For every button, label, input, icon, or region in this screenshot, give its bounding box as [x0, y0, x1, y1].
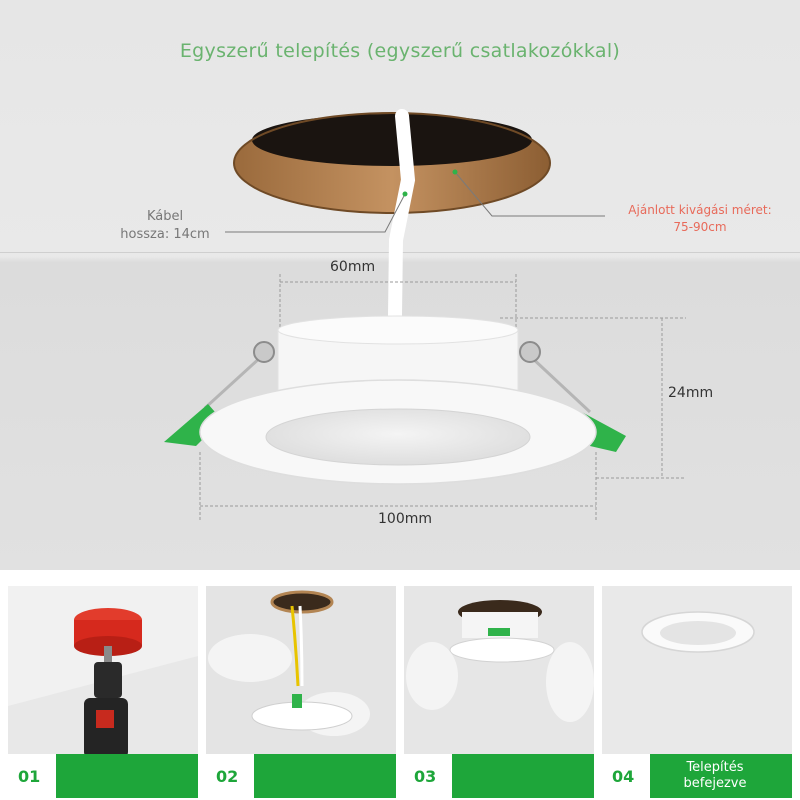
- ceiling-hole: [233, 112, 551, 214]
- cable-length-line2: hossza: 14cm: [120, 227, 210, 242]
- left-spring-clip: [164, 341, 275, 446]
- cutout-size-line2: 75-90cm: [673, 220, 727, 234]
- downlight-body: [199, 315, 597, 485]
- cable: [388, 109, 416, 322]
- downlight-illustration: [164, 109, 686, 520]
- cutout-size-label: Ajánlott kivágási méret: 75-90cm: [605, 202, 795, 236]
- product-hero: Egyszerű telepítés (egyszerű csatlakozók…: [0, 0, 800, 570]
- step-4-number-tab: [602, 754, 650, 798]
- step-3-card: 03: [404, 586, 594, 798]
- cable-length-label: Kábel hossza: 14cm: [100, 208, 230, 244]
- cable-marker: [402, 191, 408, 197]
- step-1-number-tab: [8, 754, 56, 798]
- step-3-number: 03: [414, 767, 437, 786]
- step-2-number: 02: [216, 767, 239, 786]
- step-4-card: 04 Telepítés befejezve: [602, 586, 792, 798]
- installation-steps: 01 02 03: [0, 570, 800, 800]
- step-2-number-tab: [206, 754, 254, 798]
- page-title: Egyszerű telepítés (egyszerű csatlakozók…: [179, 40, 621, 62]
- dimension-lines: [199, 274, 686, 520]
- step-1-card: 01: [8, 586, 198, 798]
- height-dimension: 24mm: [668, 385, 714, 401]
- step-3-number-tab: [404, 754, 452, 798]
- step-1-number: 01: [18, 767, 41, 786]
- outer-diameter-dimension: 100mm: [378, 511, 432, 527]
- cutout-size-line1: Ajánlott kivágási méret:: [628, 203, 772, 217]
- step-2-card: 02: [206, 586, 396, 798]
- top-width-dimension: 60mm: [330, 259, 376, 275]
- leader-lines: [225, 171, 605, 233]
- cutout-marker: [452, 169, 458, 175]
- step-4-caption: Telepítés befejezve: [683, 760, 747, 791]
- step-4-number: 04: [612, 767, 635, 786]
- cable-length-line1: Kábel: [146, 209, 184, 224]
